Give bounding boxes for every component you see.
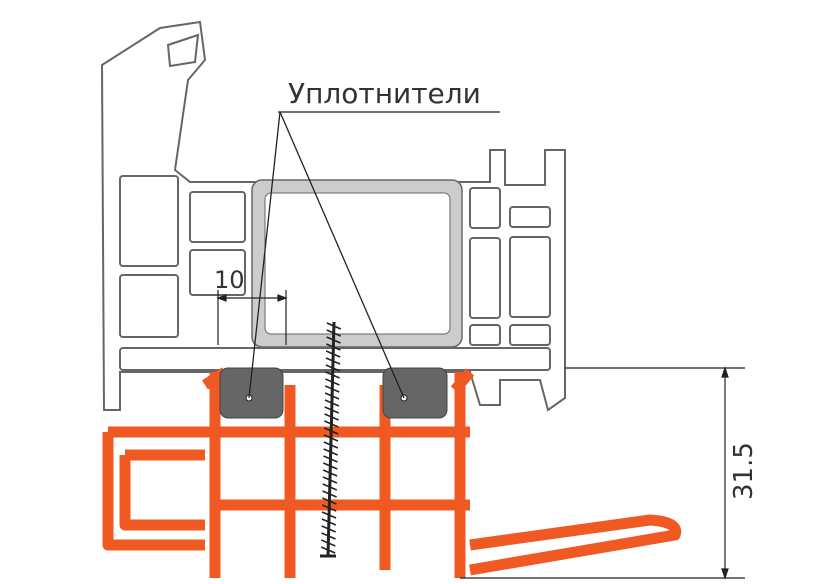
screw-thread [323, 434, 339, 442]
screw-thread [323, 448, 338, 456]
screw-thread [322, 497, 337, 505]
sill-profile [102, 367, 682, 578]
seals-label: Уплотнители [288, 77, 481, 110]
screw-thread [322, 476, 338, 484]
leader-lines [248, 111, 500, 399]
screw-thread [325, 350, 341, 358]
seal-left [219, 367, 284, 419]
screw-thread [324, 406, 340, 414]
screw-thread [322, 469, 338, 477]
screw-thread [321, 504, 337, 512]
screw [320, 321, 342, 558]
seals [219, 367, 448, 419]
dimension-10 [216, 290, 288, 345]
screw-thread [320, 546, 336, 554]
screw-thread [323, 441, 339, 449]
screw-thread [324, 413, 339, 421]
screw-thread [324, 392, 340, 400]
screw-thread [323, 427, 339, 435]
screw-thread [321, 511, 337, 519]
screw-thread [326, 322, 342, 330]
seal-right [382, 367, 448, 419]
screw-thread [321, 539, 336, 547]
screw-thread [325, 378, 340, 386]
screw-thread [324, 385, 340, 393]
screw-thread [322, 483, 338, 491]
screw-thread [326, 329, 342, 337]
screw-thread [324, 399, 340, 407]
screw-thread [323, 462, 338, 470]
screw-thread [321, 532, 336, 540]
dimension-10-label: 10 [214, 266, 245, 294]
screw-thread [325, 364, 341, 372]
screw-thread [323, 455, 338, 463]
screw-thread [321, 525, 336, 533]
screw-thread [326, 336, 341, 344]
screw-thread [325, 357, 341, 365]
dimension-31-5 [460, 366, 745, 580]
screw-thread [321, 518, 337, 526]
screw-thread [324, 420, 339, 428]
steel-reinforcement [251, 179, 463, 348]
screw-thread [325, 371, 340, 379]
screw-thread [326, 343, 341, 351]
dimension-31-5-label: 31.5 [729, 442, 759, 500]
screw-thread [322, 490, 337, 498]
